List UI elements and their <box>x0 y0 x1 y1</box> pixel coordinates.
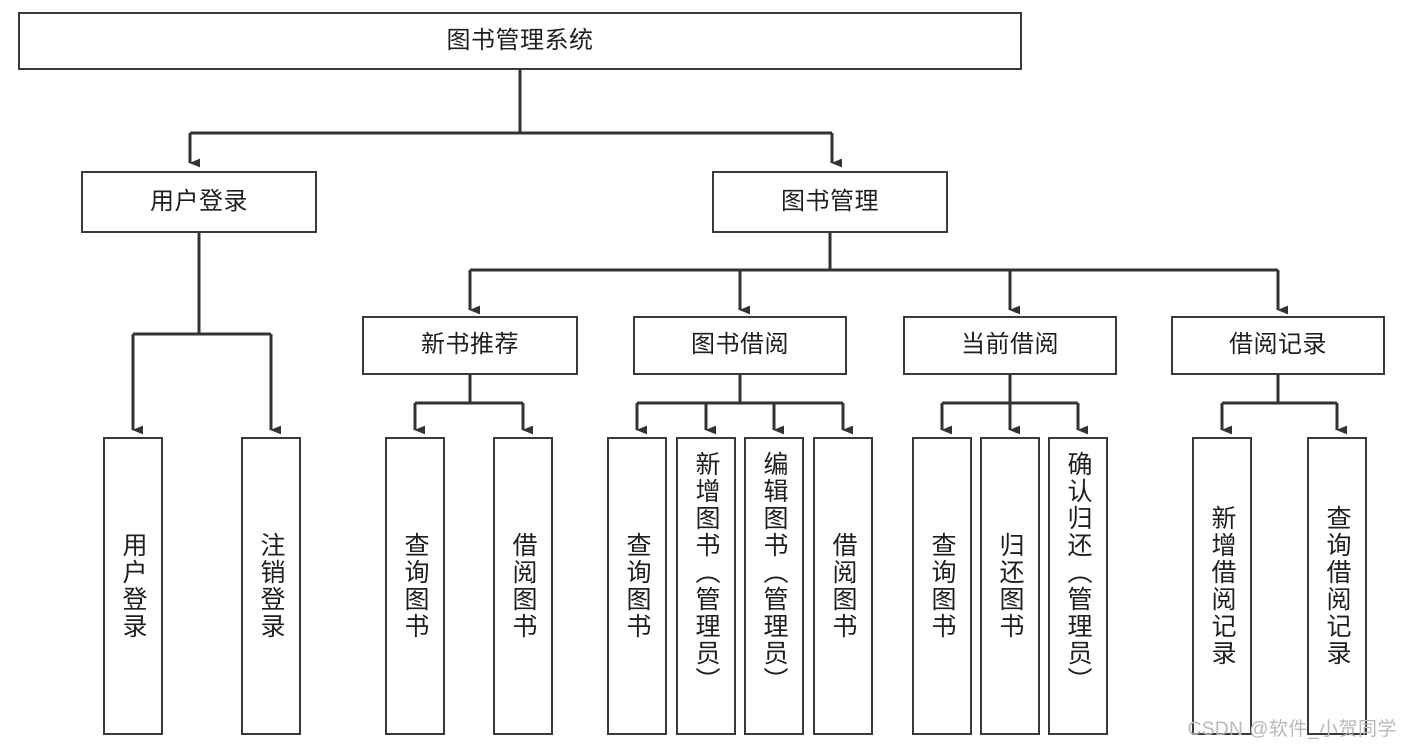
node-current-borrow[interactable]: 当前借阅 <box>903 316 1117 375</box>
node-label: 图书管理 <box>781 187 879 215</box>
node-label: 用户登录 <box>119 532 147 640</box>
node-new-book-recommend[interactable]: 新书推荐 <box>362 316 578 375</box>
node-label: 确认归还（管理员） <box>1064 451 1092 694</box>
node-leaf-borrow-book-2[interactable]: 借阅图书 <box>813 437 873 735</box>
node-label: 查询图书 <box>928 532 956 640</box>
node-book-manage[interactable]: 图书管理 <box>712 171 948 233</box>
node-label: 借阅记录 <box>1229 331 1327 359</box>
node-leaf-return-book[interactable]: 归还图书 <box>980 437 1040 735</box>
node-label: 借阅图书 <box>509 532 537 640</box>
node-leaf-borrow-book-1[interactable]: 借阅图书 <box>493 437 553 735</box>
node-leaf-query-book-1[interactable]: 查询图书 <box>385 437 445 735</box>
node-label: 查询借阅记录 <box>1323 505 1351 667</box>
watermark: CSDN @软件_小贺同学 <box>1187 719 1397 740</box>
node-label: 注销登录 <box>257 532 285 640</box>
node-label: 图书管理系统 <box>446 26 594 54</box>
node-label: 归还图书 <box>996 532 1024 640</box>
node-leaf-edit-book[interactable]: 编辑图书（管理员） <box>744 437 804 735</box>
node-label: 新增图书（管理员） <box>692 451 720 694</box>
node-user-login[interactable]: 用户登录 <box>81 171 317 233</box>
node-label: 新书推荐 <box>421 331 519 359</box>
node-book-borrow[interactable]: 图书借阅 <box>633 316 847 375</box>
node-label: 图书借阅 <box>691 331 789 359</box>
node-label: 新增借阅记录 <box>1208 505 1236 667</box>
node-label: 当前借阅 <box>961 331 1059 359</box>
node-leaf-add-record[interactable]: 新增借阅记录 <box>1192 437 1252 735</box>
node-label: 借阅图书 <box>829 532 857 640</box>
node-leaf-query-book-3[interactable]: 查询图书 <box>912 437 972 735</box>
node-borrow-record[interactable]: 借阅记录 <box>1171 316 1385 375</box>
node-label: 用户登录 <box>150 187 248 215</box>
node-label: 查询图书 <box>623 532 651 640</box>
node-leaf-confirm-return[interactable]: 确认归还（管理员） <box>1048 437 1108 735</box>
node-label: 编辑图书（管理员） <box>760 451 788 694</box>
node-root-book-management-system[interactable]: 图书管理系统 <box>18 12 1022 70</box>
node-leaf-add-book[interactable]: 新增图书（管理员） <box>676 437 736 735</box>
node-leaf-user-login[interactable]: 用户登录 <box>103 437 163 735</box>
node-leaf-query-record[interactable]: 查询借阅记录 <box>1307 437 1367 735</box>
node-label: 查询图书 <box>401 532 429 640</box>
node-leaf-logout[interactable]: 注销登录 <box>241 437 301 735</box>
node-leaf-query-book-2[interactable]: 查询图书 <box>607 437 667 735</box>
